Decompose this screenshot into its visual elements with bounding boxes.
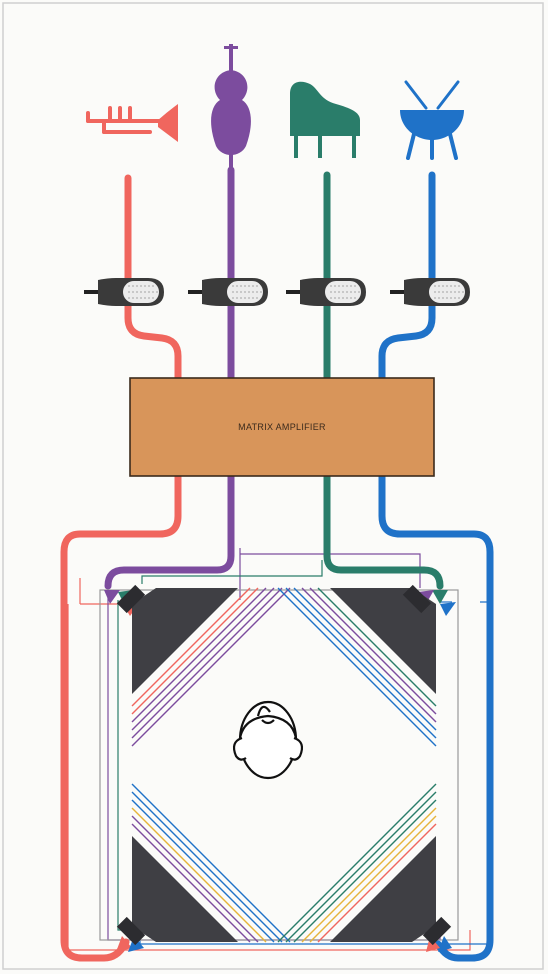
- piano-icon: [290, 81, 360, 158]
- listener-head-icon: [232, 700, 304, 780]
- microphone-icon: [188, 278, 268, 306]
- trumpet-wire: [124, 174, 182, 382]
- piano-output-wire: [323, 472, 444, 590]
- microphone-icon: [286, 278, 366, 306]
- microphone-icon: [390, 278, 470, 306]
- drum-wire: [378, 171, 436, 382]
- drum-output-wire: [378, 472, 494, 962]
- sound-waves-bottom-left: [131, 783, 291, 943]
- drum-icon: [400, 80, 464, 160]
- trumpet-icon: [86, 103, 178, 142]
- violin-icon: [211, 44, 251, 168]
- microphone-icon: [84, 278, 164, 306]
- speaker-top-right: [330, 584, 436, 694]
- sound-waves-top-right: [277, 587, 437, 747]
- speaker-bottom-left: [116, 836, 238, 946]
- speaker-bottom-right: [330, 836, 452, 946]
- sound-waves-top-left: [131, 587, 291, 747]
- matrix-amplifier-box: [129, 377, 435, 477]
- trumpet-output-wire: [60, 472, 182, 962]
- speaker-top-left: [116, 584, 238, 694]
- sound-waves-bottom-right: [277, 783, 437, 943]
- violin-output-wire: [104, 472, 235, 590]
